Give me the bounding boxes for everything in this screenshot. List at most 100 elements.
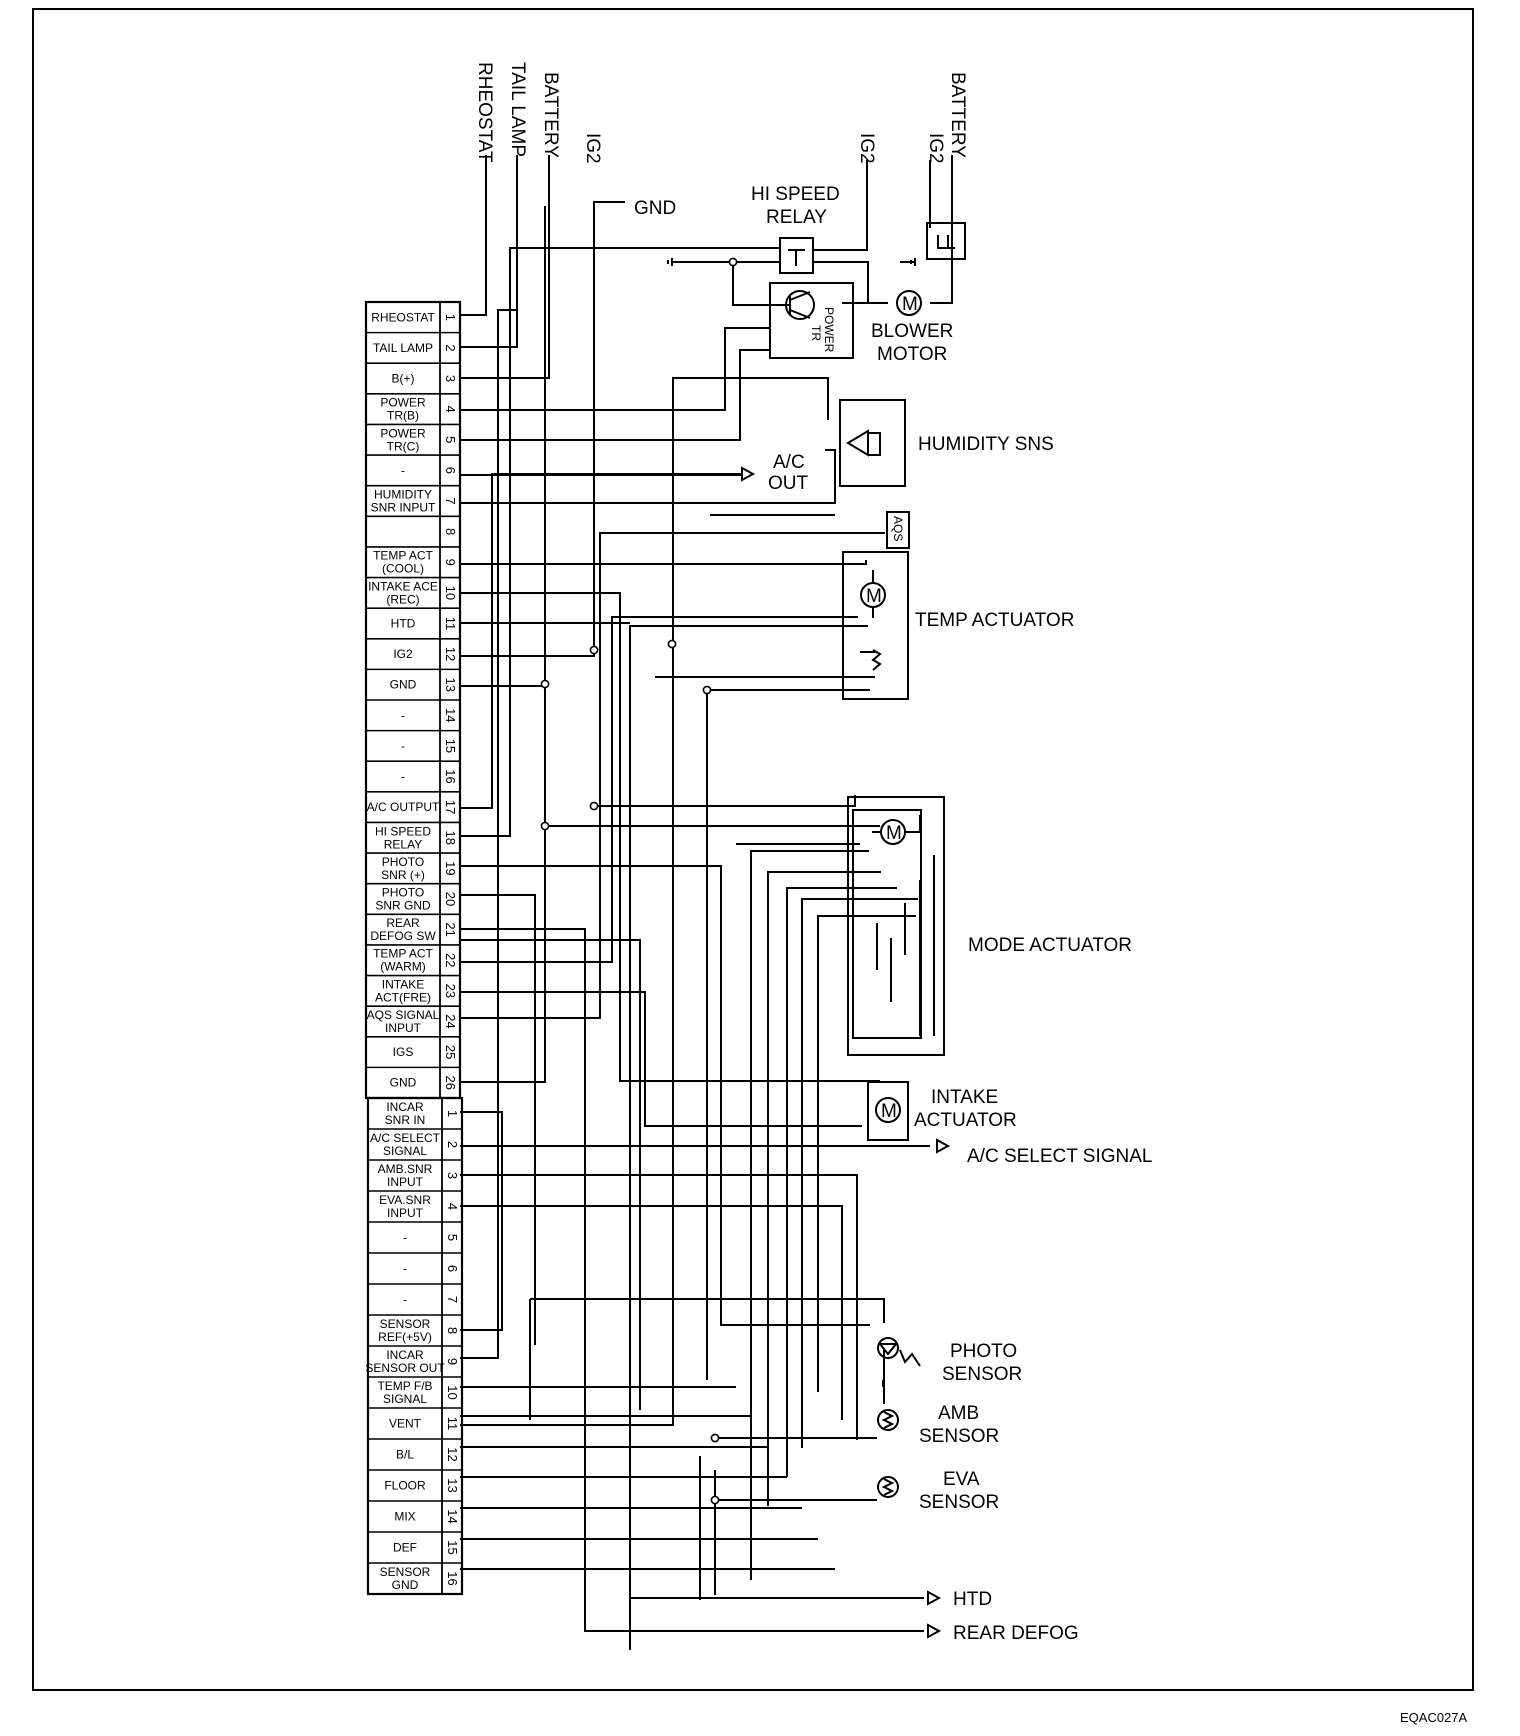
connector-b-pin-number: 8: [445, 1327, 460, 1334]
connector-a-pin-label: IG2: [393, 647, 413, 661]
connector-a-pin-number: 23: [443, 984, 458, 998]
connector-a-pin-label: TEMP ACT: [373, 947, 433, 961]
connector-a-pin-label: POWER: [380, 396, 426, 410]
connector-a-pin-label: INTAKE: [382, 977, 424, 991]
connector-b-pin-number: 3: [445, 1172, 460, 1179]
connector-a-pin-label: -: [401, 463, 405, 477]
temp-actuator: M TEMP ACTUATOR: [842, 551, 1074, 700]
label-rheostat: RHEOSTAT: [474, 62, 495, 163]
connector-b-pin-label: EVA.SNR: [379, 1193, 431, 1207]
amplifier-symbol: [846, 429, 881, 457]
label-ig2-mid: IG2: [856, 133, 877, 164]
label-tail-lamp: TAIL LAMP: [507, 62, 528, 157]
connector-a-pin-label: B(+): [391, 372, 414, 386]
connector-a-pin-number: 7: [443, 497, 458, 504]
figure-code: EQAC027A: [1400, 1710, 1468, 1725]
connector-b-pin-label: SIGNAL: [383, 1144, 427, 1158]
connector-a-pin-label: (COOL): [382, 562, 424, 576]
ac-select-arrow: [936, 1138, 951, 1154]
connector-b-pin-number: 13: [445, 1478, 460, 1492]
connector-a-pin-label: SNR INPUT: [371, 501, 436, 515]
connector-a-pin-label: INTAKE ACE: [368, 579, 438, 593]
intake-actuator-label-1: INTAKE: [931, 1087, 998, 1108]
eva-sensor: EVA SENSOR: [877, 1469, 999, 1513]
connector-a-pin-label: TEMP ACT: [373, 549, 433, 563]
connector-a-pin-number: 4: [443, 406, 458, 413]
connector-a-pin-label: GND: [390, 678, 417, 692]
connector-b-pin-label: SNR IN: [385, 1113, 426, 1127]
connector-a-pin-number: 6: [443, 467, 458, 474]
intake-actuator-motor: [875, 1097, 901, 1123]
label-ig2-left: IG2: [582, 133, 603, 164]
intake-actuator-m: M: [881, 1101, 897, 1122]
rear-defog-arrow: [927, 1623, 942, 1639]
connector-a-pin-label: DEFOG SW: [370, 929, 436, 943]
connector-a-pin-label: AQS SIGNAL: [367, 1008, 440, 1022]
hi-speed-relay-label-2: RELAY: [766, 207, 827, 228]
connector-a-pin-label: IGS: [393, 1045, 414, 1059]
intake-actuator-box: [867, 1081, 909, 1141]
connector-b-pin-label: SENSOR: [380, 1317, 431, 1331]
amb-sensor: AMB SENSOR: [877, 1403, 999, 1447]
connector-b-pin-label: TEMP F/B: [377, 1379, 432, 1393]
connector-a-pin-label: POWER: [380, 426, 426, 440]
mode-actuator-inner: [852, 809, 922, 1039]
ac-out-label-1: A/C: [773, 452, 805, 473]
connector-a-pin-label: TR(C): [387, 439, 420, 453]
amb-sensor-label-2: SENSOR: [919, 1426, 999, 1447]
connector-a-pin-label: -: [401, 739, 405, 753]
mode-actuator-outer: [847, 796, 945, 1056]
connector-a-pin-number: 13: [443, 677, 458, 691]
connector-b-pin-label: SENSOR: [380, 1565, 431, 1579]
connector-a-pin-number: 3: [443, 375, 458, 382]
relay-ground-symbol: [667, 258, 673, 266]
connector-a-pin-label: HTD: [391, 616, 416, 630]
photo-sensor-label-1: PHOTO: [950, 1341, 1017, 1362]
ac-select-signal: A/C SELECT SIGNAL: [936, 1138, 1153, 1167]
battery-relay: [910, 222, 966, 266]
hi-speed-relay: HI SPEED RELAY: [667, 184, 840, 274]
outer-frame: [32, 8, 1474, 1691]
connector-a-pin-label: RHEOSTAT: [371, 310, 435, 324]
connector-a-pin-label: PHOTO: [382, 886, 424, 900]
ac-out-arrow: [741, 466, 756, 482]
connector-b-pin-label: INCAR: [386, 1100, 424, 1114]
aqs-box: [886, 511, 910, 549]
connector-a-pin-label: SNR GND: [375, 899, 431, 913]
connector-b-pin-number: 9: [445, 1358, 460, 1365]
aqs-label: AQS: [891, 516, 905, 541]
connector-b-pin-label: INPUT: [387, 1175, 424, 1189]
hi-speed-relay-label-1: HI SPEED: [751, 184, 840, 205]
battery-relay-ground-symbol: [910, 258, 916, 266]
temp-actuator-m: M: [866, 586, 882, 607]
connector-a-pin-number: 17: [443, 800, 458, 814]
connector-a-pin-number: 16: [443, 769, 458, 783]
eva-sensor-label-1: EVA: [943, 1469, 980, 1490]
connector-a-pin-number: 21: [443, 922, 458, 936]
connector-a-pin-label: TAIL LAMP: [373, 341, 433, 355]
label-battery-left: BATTERY: [540, 72, 561, 158]
connector-b-pin-label: REF(+5V): [378, 1330, 432, 1344]
connector-a-pin-label: PHOTO: [382, 855, 424, 869]
connector-a-pin-label: TR(B): [387, 409, 419, 423]
connector-b-pin-label: -: [403, 1293, 407, 1307]
power-tr-label-2: TR: [809, 325, 823, 341]
outputs: HTD REAR DEFOG: [927, 1589, 1079, 1644]
blower-motor-label-1: BLOWER: [871, 321, 953, 342]
connector-b-pin-number: 14: [445, 1509, 460, 1523]
connector-a-pin-label: -: [401, 770, 405, 784]
humidity-sensor-box: [839, 399, 906, 487]
connector-a-pin-number: 12: [443, 647, 458, 661]
connector-a-pin-label: INPUT: [385, 1021, 422, 1035]
htd-label: HTD: [953, 1589, 992, 1610]
temp-actuator-box: [842, 551, 909, 700]
connector-b-pin-number: 11: [445, 1417, 460, 1431]
label-gnd: GND: [634, 198, 676, 219]
connector-b-pin-label: A/C SELECT: [370, 1131, 441, 1145]
label-ig2-right: IG2: [925, 133, 946, 164]
temp-actuator-label: TEMP ACTUATOR: [915, 610, 1074, 631]
connector-b-pin-number: 15: [445, 1540, 460, 1554]
connector-b-pin-number: 2: [445, 1141, 460, 1148]
connector-b-pin-label: VENT: [389, 1417, 422, 1431]
